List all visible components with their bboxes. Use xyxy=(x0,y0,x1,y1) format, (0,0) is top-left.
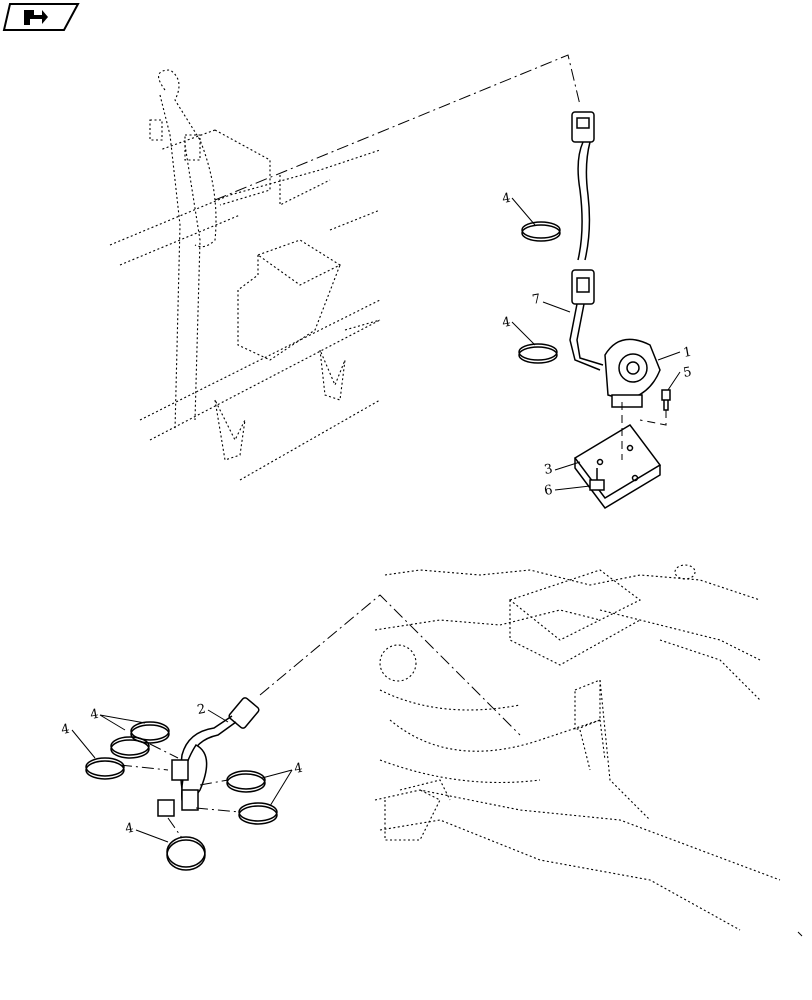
seal-ring-upper-1 xyxy=(521,221,561,242)
seal-ring-upper-2 xyxy=(518,343,558,364)
sensor xyxy=(604,338,661,408)
seal-ring-lower-5 xyxy=(238,802,278,825)
next-page-button[interactable] xyxy=(2,3,80,31)
leader-6 xyxy=(554,485,591,491)
callout-5: 5 xyxy=(682,365,693,381)
seal-ring-lower-2 xyxy=(110,736,150,759)
lower-alignment-lines xyxy=(119,743,241,839)
leader-5 xyxy=(667,371,681,391)
next-page-arrow-icon xyxy=(24,10,48,25)
callout-3: 3 xyxy=(543,462,554,478)
leader-4c xyxy=(99,714,126,731)
callout-4: 4 xyxy=(89,707,100,723)
bolt-5 xyxy=(661,389,671,411)
upper-connector-ghost xyxy=(149,119,201,161)
bolt-6 xyxy=(589,468,605,491)
bolt-5-path xyxy=(639,410,667,426)
callout-4: 4 xyxy=(501,315,512,331)
seal-ring-lower-6 xyxy=(166,836,206,871)
lower-engine-outline xyxy=(374,564,781,931)
leader-4a xyxy=(511,197,536,226)
leader-1 xyxy=(657,351,681,361)
leader-4b xyxy=(511,321,536,346)
mounting-bracket xyxy=(573,424,662,509)
leader-4h xyxy=(135,829,169,843)
harness-cable-upper xyxy=(577,141,591,261)
leader-4f xyxy=(261,769,293,779)
pigtail-harness xyxy=(569,303,604,371)
callout-7: 7 xyxy=(531,292,542,308)
callout-4: 4 xyxy=(60,722,71,738)
seal-ring-lower-1 xyxy=(85,757,125,780)
harness-connector-upper xyxy=(571,111,595,143)
upper-reference-line xyxy=(214,54,581,201)
callout-4: 4 xyxy=(501,191,512,207)
callout-6: 6 xyxy=(543,483,554,499)
leader-4d xyxy=(99,714,146,724)
harness-connector-mid xyxy=(571,269,595,305)
leader-2 xyxy=(207,709,229,723)
lower-reference-line xyxy=(259,594,521,736)
callout-4: 4 xyxy=(124,821,135,837)
leader-4g xyxy=(269,769,293,807)
upper-chassis-outline xyxy=(109,69,381,481)
leader-7 xyxy=(542,301,571,313)
seal-ring-lower-3 xyxy=(130,721,170,744)
callout-4: 4 xyxy=(293,761,304,777)
leader-3 xyxy=(554,461,581,471)
callout-1: 1 xyxy=(682,345,693,361)
leader-4e xyxy=(71,729,96,759)
corner-mark xyxy=(797,931,803,937)
harness-connector-lower-2 xyxy=(157,759,199,817)
seal-ring-lower-4 xyxy=(226,770,266,793)
callout-2: 2 xyxy=(196,702,207,718)
